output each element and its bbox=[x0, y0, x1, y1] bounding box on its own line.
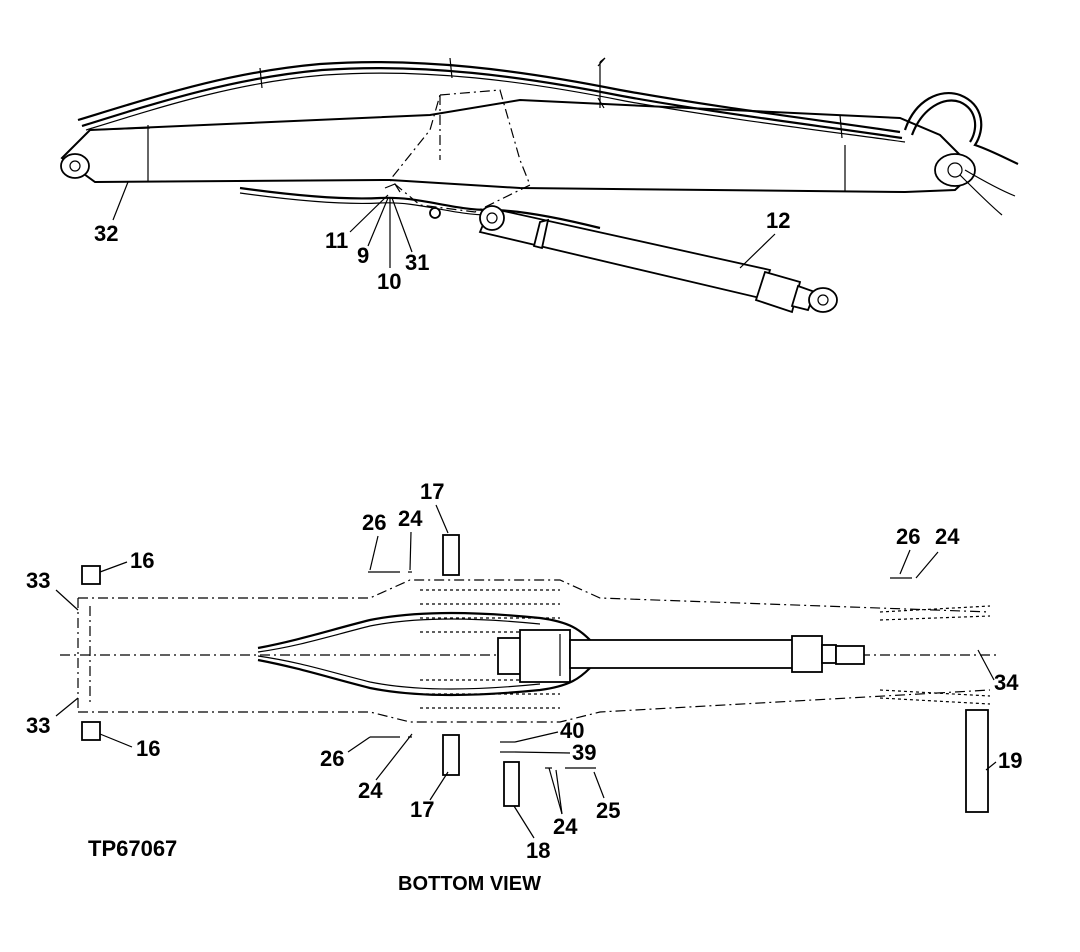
boom-inner-line bbox=[89, 127, 151, 131]
cylinder-bottom bbox=[497, 629, 865, 683]
callout-19: 19 bbox=[998, 748, 1022, 773]
callout-9: 9 bbox=[357, 243, 369, 268]
foot-pin bbox=[60, 153, 90, 179]
callout-40: 40 bbox=[560, 718, 584, 743]
callout-24-bottom-right: 24 bbox=[553, 814, 578, 839]
callout-24-top-left: 24 bbox=[398, 506, 423, 531]
callout-24-top-right: 24 bbox=[935, 524, 960, 549]
callout-24-bottom-left: 24 bbox=[358, 778, 383, 803]
part-17-bottom bbox=[442, 734, 460, 776]
bottom-view: 33 16 33 16 26 24 17 26 24 34 19 26 24 1… bbox=[26, 479, 1022, 895]
callout-25: 25 bbox=[596, 798, 620, 823]
callout-10: 10 bbox=[377, 269, 401, 294]
callout-17-bottom: 17 bbox=[410, 797, 434, 822]
hose-upper-3 bbox=[85, 72, 906, 143]
hose-upper-1 bbox=[77, 61, 901, 134]
part-16-top bbox=[81, 565, 101, 585]
side-view: 32 11 9 10 31 12 bbox=[60, 57, 1019, 314]
callout-18: 18 bbox=[526, 838, 550, 863]
hose-bottom-1 bbox=[257, 611, 591, 650]
boom-outline-bottom bbox=[78, 689, 991, 723]
callout-17-top: 17 bbox=[420, 479, 444, 504]
boom-cylinder bbox=[478, 205, 838, 314]
part-17-top bbox=[442, 534, 460, 576]
callout-31: 31 bbox=[405, 250, 429, 275]
part-19 bbox=[965, 709, 989, 813]
view-caption: BOTTOM VIEW bbox=[398, 873, 541, 895]
part-16-bottom bbox=[81, 721, 101, 741]
part-18 bbox=[503, 761, 520, 807]
callout-33-bottom: 33 bbox=[26, 713, 50, 738]
hose-loop bbox=[903, 92, 1019, 165]
callout-26-bottom: 26 bbox=[320, 746, 344, 771]
callout-12: 12 bbox=[766, 208, 790, 233]
tip-pin bbox=[934, 153, 976, 187]
callout-26-top-right: 26 bbox=[896, 524, 920, 549]
boom-body bbox=[60, 98, 970, 194]
callout-26-top-left: 26 bbox=[362, 510, 386, 535]
figure-id: TP67067 bbox=[88, 836, 177, 861]
mount-bracket-outline bbox=[389, 89, 531, 213]
boom-outline-top bbox=[78, 579, 991, 613]
callout-34: 34 bbox=[994, 670, 1019, 695]
callout-32: 32 bbox=[94, 221, 118, 246]
callout-16-top: 16 bbox=[130, 548, 154, 573]
cylinder-pin bbox=[479, 205, 505, 231]
callout-16-bottom: 16 bbox=[136, 736, 160, 761]
callout-11: 11 bbox=[325, 228, 348, 253]
callout-33-top: 33 bbox=[26, 568, 50, 593]
callout-39: 39 bbox=[572, 740, 596, 765]
hose-lower bbox=[239, 186, 601, 230]
hose-bottom-2 bbox=[257, 658, 591, 697]
hose-upper-2 bbox=[81, 67, 903, 140]
